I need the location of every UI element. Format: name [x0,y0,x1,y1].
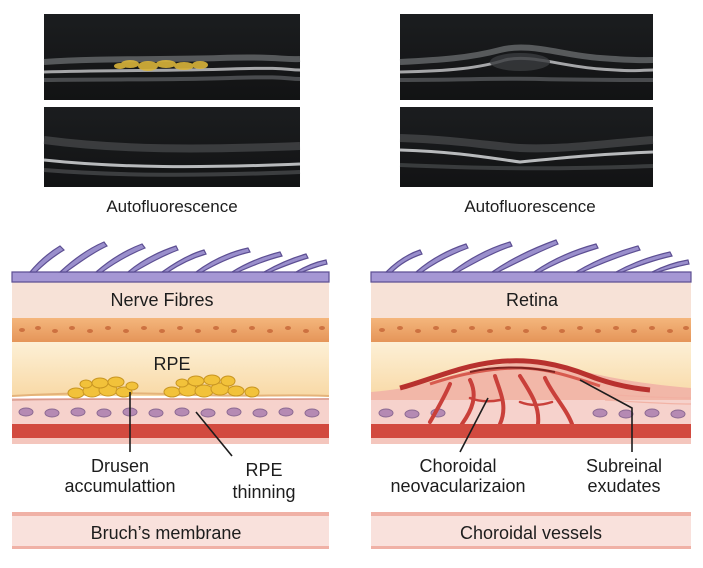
callout-line-cnv [459,397,489,453]
rpe-label: RPE [153,354,190,374]
left-oct-scan-bottom [43,107,301,187]
cnv-label-line2: neovacularizaion [390,476,525,496]
drusen-label-line2: accumulattion [64,476,175,496]
dotted-band-right [371,318,691,342]
nerve-fibre-layer [12,280,329,320]
vessel-band-left [12,424,329,438]
bruchs-membrane-label: Bruch’s membrane [91,523,242,543]
drusen-label-line1: Drusen [91,456,149,476]
cnv-lesion-region [371,362,691,404]
rpe-thinning-label-line2: thinning [232,482,295,502]
nerve-fibre-icon-right [370,239,692,283]
choroidal-vessels-band [371,512,691,549]
left-scan-caption: Autofluorescence [106,197,237,216]
exudates-label-line1: Subreinal [586,456,662,476]
drusen-highlight [114,60,208,71]
exudates-label-line2: exudates [587,476,660,496]
right-scan-caption: Autofluorescence [464,197,595,216]
bruchs-membrane-band [12,512,329,549]
drusen-cluster-2 [163,374,260,398]
choroidal-vessels-label: Choroidal vessels [460,523,602,543]
right-illustration [371,280,691,453]
retina-layer [371,280,691,320]
right-oct-scan-top [399,14,654,100]
right-oct-scan-bottom [399,107,654,187]
nerve-fibre-icon-left [11,241,330,283]
retina-label: Retina [506,290,559,310]
left-illustration [12,280,329,457]
neovascular-vessels [428,374,574,426]
cnv-label-line1: Choroidal [419,456,496,476]
left-oct-scan-top [43,14,301,100]
drusen-cluster-1 [67,376,139,399]
choroid-band-left [12,398,329,424]
nerve-fibres-label: Nerve Fibres [110,290,213,310]
dotted-band-left [12,318,329,342]
callout-line-exudates [579,379,633,452]
rpe-thinning-label-line1: RPE [245,460,282,480]
callout-line-rpe-thinning [195,411,233,457]
